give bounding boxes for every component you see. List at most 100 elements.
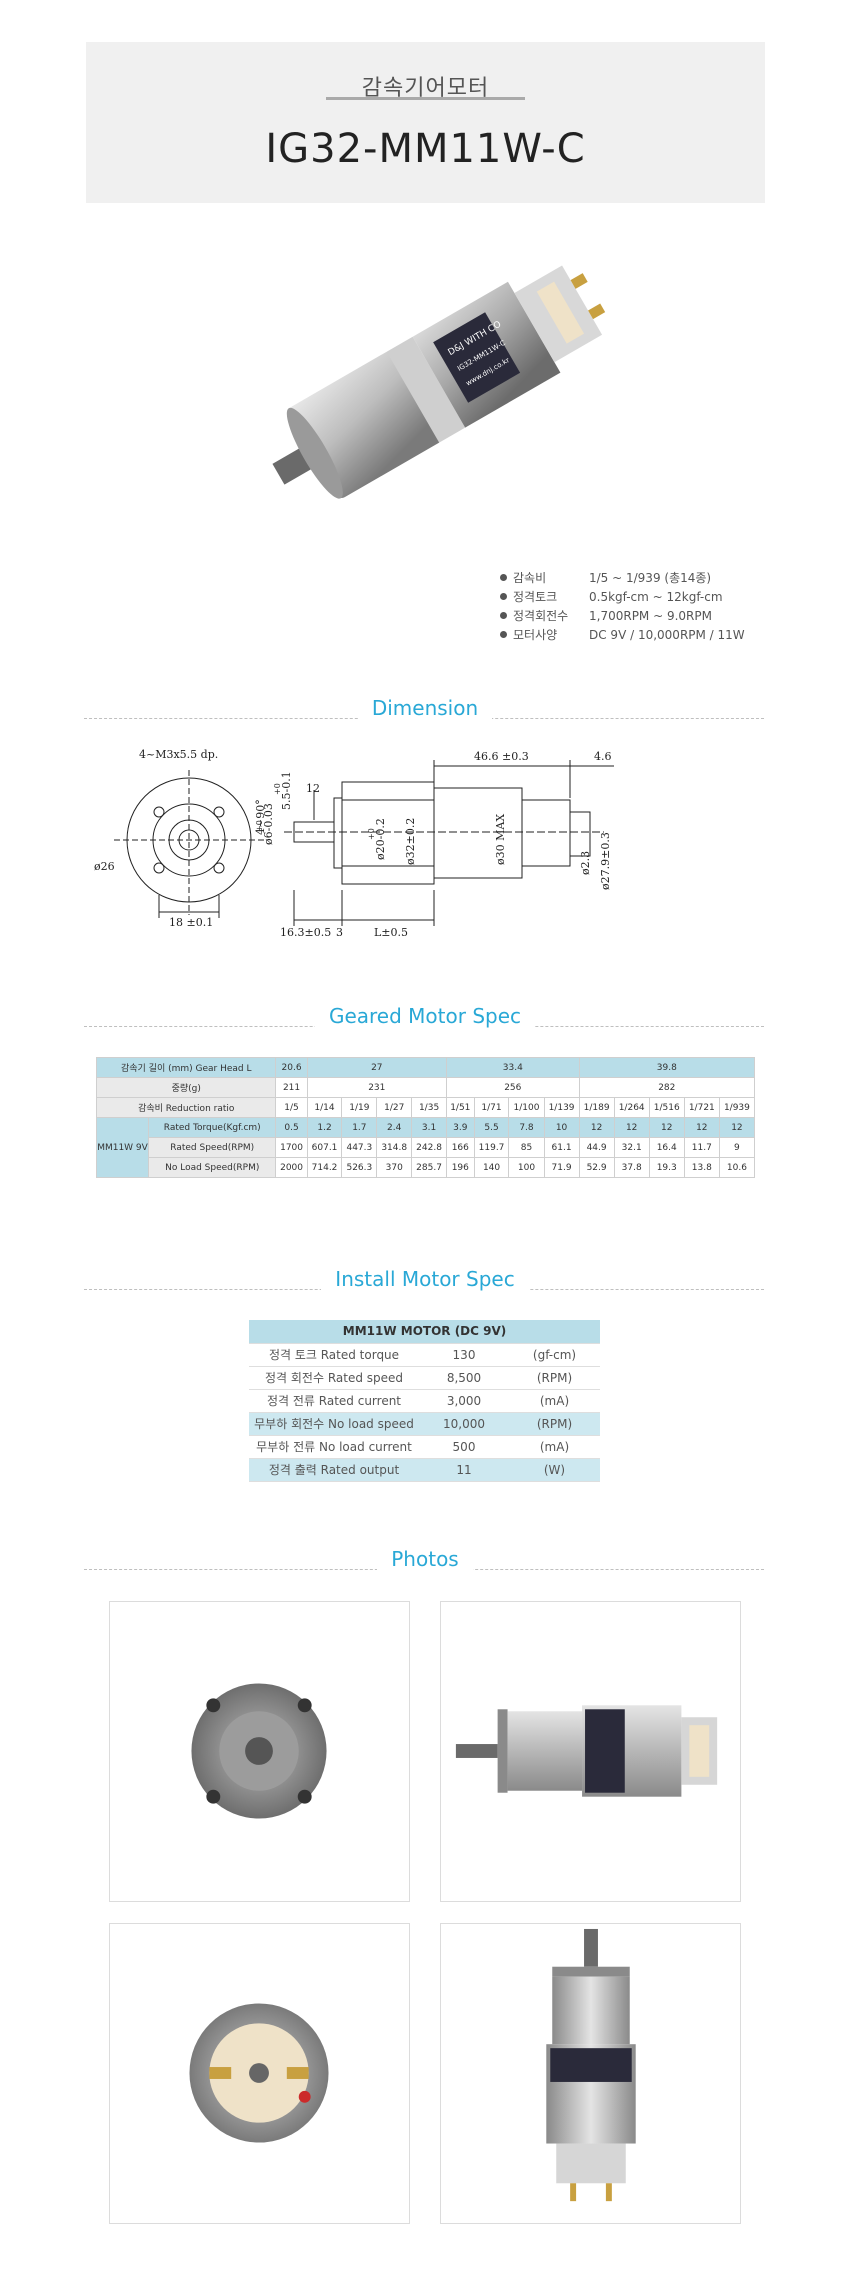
table-cell: 52.9 [578,1157,615,1178]
table-cell: 1/71 [473,1097,510,1118]
spec-label: 정격회전수 [513,609,569,623]
table-cell: 282 [578,1077,756,1098]
table-cell: 10 [543,1117,580,1138]
spec-row: 감속비 1/5 ~ 1/939 (총14종) [500,568,800,587]
table-cell: 11.7 [683,1137,720,1158]
table-row: 정격 토크 Rated torque 130 (gf-cm) [249,1343,600,1367]
table-cell: 2000 [275,1157,308,1178]
table-cell: 7.8 [508,1117,545,1138]
table-cell: 1700 [275,1137,308,1158]
spec-row: 모터사양 DC 9V / 10,000RPM / 11W [500,625,800,644]
spec-summary: 감속비 1/5 ~ 1/939 (총14종) 정격토크 0.5kgf-cm ~ … [500,568,800,644]
row-unit: (gf-cm) [509,1343,600,1367]
table-cell: 1/189 [578,1097,615,1118]
dim-label-d20-tol: +0 [367,828,376,840]
table-cell: 61.1 [543,1137,580,1158]
table-cell: 44.9 [578,1137,615,1158]
table-cell: 1/27 [376,1097,413,1118]
row-label: 무부하 전류 No load current [249,1435,419,1459]
dim-label-l55: 5.5-0.1 [280,771,293,810]
table-cell: 3.9 [445,1117,475,1138]
photo-rear-view [109,1923,410,2224]
table-cell: 100 [508,1157,545,1178]
row-value: 3,000 [419,1389,509,1413]
table-cell: 231 [306,1077,447,1098]
table-row: 중량(g) 211 231 256 282 [95,1077,756,1098]
section-title: Install Motor Spec [321,1267,529,1291]
row-value: 11 [419,1458,509,1482]
table-row: 정격 회전수 Rated speed 8,500 (RPM) [249,1366,600,1390]
table-cell: 32.1 [613,1137,650,1158]
table-cell: 37.8 [613,1157,650,1178]
bullet-icon [500,631,507,638]
dim-label-d23: ø2.3 [579,851,592,875]
dim-label-l55-tol: +0 [273,783,282,795]
dim-label-screws: 4~M3x5.5 dp. [139,748,218,761]
row-label: No Load Speed(RPM) [147,1157,277,1178]
spec-value: DC 9V / 10,000RPM / 11W [589,627,745,642]
table-row: 정격 출력 Rated output 11 (W) [249,1458,600,1482]
spec-value: 0.5kgf-cm ~ 12kgf-cm [589,589,723,604]
table-cell: 0.5 [275,1117,308,1138]
table-cell: 140 [473,1157,510,1178]
bullet-icon [500,612,507,619]
table-cell: 5.5 [473,1117,510,1138]
table-row: 정격 전류 Rated current 3,000 (mA) [249,1389,600,1413]
dim-label-shaft6: ø6-0.03 [262,803,275,845]
table-cell: 242.8 [411,1137,447,1158]
table-cell: 526.3 [341,1157,378,1178]
row-value: 130 [419,1343,509,1367]
table-cell: 12 [578,1117,615,1138]
table-cell: 9 [718,1137,756,1158]
table-cell: 71.9 [543,1157,580,1178]
table-cell: 19.3 [648,1157,685,1178]
row-label: 감속비 Reduction ratio [95,1097,277,1118]
table-cell: 1/19 [341,1097,378,1118]
table-cell: 196 [445,1157,475,1178]
row-value: 500 [419,1435,509,1459]
table-cell: 370 [376,1157,413,1178]
header-banner: 감속기어모터 IG32-MM11W-C [86,42,765,203]
install-spec-table: MM11W MOTOR (DC 9V) 정격 토크 Rated torque 1… [249,1320,600,1482]
spec-value: 1/5 ~ 1/939 (총14종) [589,571,712,585]
bullet-icon [500,574,507,581]
row-unit: (W) [509,1458,600,1482]
table-cell: 10.6 [718,1157,756,1178]
table-cell: 1/5 [275,1097,308,1118]
table-row: Rated Speed(RPM) 1700 607.1 447.3 314.8 … [97,1137,756,1158]
header-divider [326,97,525,100]
dim-label-lL: L±0.5 [374,926,408,939]
table-header: MM11W MOTOR (DC 9V) [249,1320,600,1344]
bullet-icon [500,593,507,600]
table-row: 감속비 Reduction ratio 1/5 1/14 1/19 1/27 1… [95,1097,756,1118]
table-row: 감속기 길이 (mm) Gear Head L 20.6 27 33.4 39.… [95,1057,756,1078]
spec-row: 정격토크 0.5kgf-cm ~ 12kgf-cm [500,587,800,606]
table-cell: 1/51 [445,1097,475,1118]
table-cell: 256 [445,1077,580,1098]
dim-label-d279: ø27.9±0.3 [599,832,612,890]
table-cell: 1/516 [648,1097,685,1118]
table-cell: 714.2 [306,1157,343,1178]
dim-label-l46: 4.6 [594,750,612,763]
table-cell: 13.8 [683,1157,720,1178]
geared-spec-table: 감속기 길이 (mm) Gear Head L 20.6 27 33.4 39.… [95,1057,756,1178]
row-unit: (mA) [509,1389,600,1413]
table-cell: 607.1 [306,1137,343,1158]
photo-side-view [440,1601,741,1902]
motor-side-label: MM11W 9V [96,1117,149,1178]
spec-label: 정격토크 [513,590,558,604]
section-title: Geared Motor Spec [314,1004,536,1028]
table-row: 무부하 전류 No load current 500 (mA) [249,1435,600,1459]
photo-front-view [109,1601,410,1902]
row-label: Rated Torque(Kgf.cm) [147,1117,277,1138]
table-cell: 211 [275,1077,308,1098]
section-geared-spec: Geared Motor Spec [0,1004,850,1044]
row-label: 중량(g) [95,1077,277,1098]
row-value: 10,000 [419,1412,509,1436]
dim-label-d32: ø32±0.2 [404,818,417,865]
table-cell: 3.1 [411,1117,447,1138]
row-label: 정격 출력 Rated output [249,1458,419,1482]
table-cell: 1/721 [683,1097,720,1118]
table-cell: 119.7 [473,1137,510,1158]
table-cell: 39.8 [578,1057,756,1078]
